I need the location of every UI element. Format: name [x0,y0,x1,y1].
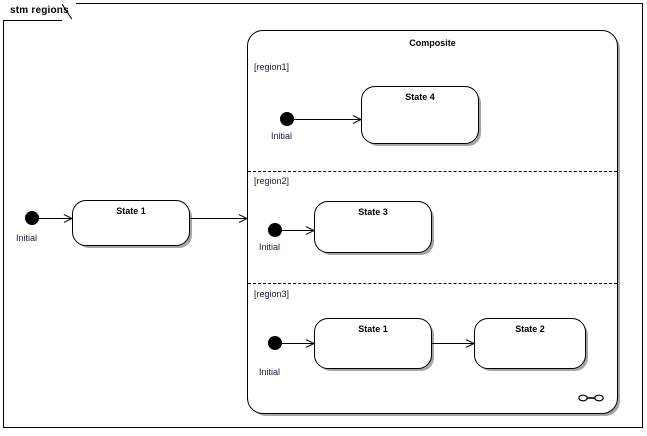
state-region3-state2[interactable]: State 2 [474,318,586,369]
transition-region3-initial-to-state1[interactable] [282,343,314,344]
region-2-label: [region2] [254,176,290,186]
arrowhead-outer-initial-to-state1 [63,213,73,223]
state-region3-state1-label: State 1 [358,324,388,334]
initial-state-region3[interactable] [268,336,282,350]
state-region1-state4[interactable]: State 4 [361,86,479,144]
diagram-frame-tab-corner [62,3,76,22]
state-region2-state3[interactable]: State 3 [314,201,432,253]
region-3-label: [region3] [254,289,290,299]
arrowhead-region1-initial-to-state4 [352,114,362,124]
region-1-label: [region1] [254,62,290,72]
submachine-icon [578,394,604,402]
arrowhead-region2-initial-to-state3 [305,225,315,235]
diagram-title: stm regions [10,5,69,16]
initial-state-region1[interactable] [280,112,294,126]
state-outer-state1[interactable]: State 1 [72,200,190,246]
initial-state-region2-label: Initial [259,242,281,252]
initial-state-outer[interactable] [25,211,39,225]
state-region1-state4-label: State 4 [405,92,435,102]
transition-region2-initial-to-state3[interactable] [282,230,314,231]
initial-state-region2[interactable] [268,223,282,237]
state-composite-label: Composite [409,38,456,48]
initial-state-region1-label: Initial [271,131,293,141]
region-divider-2 [248,283,617,284]
state-region3-state2-label: State 2 [515,324,545,334]
transition-region3-state1-to-state2[interactable] [432,343,474,344]
arrowhead-region3-state1-to-state2 [465,338,475,348]
initial-state-outer-label: Initial [16,233,38,243]
diagram-frame [3,3,643,428]
arrowhead-region3-initial-to-state1 [305,338,315,348]
transition-region1-initial-to-state4[interactable] [294,119,361,120]
transition-state1-to-composite[interactable] [190,218,247,219]
state-outer-state1-label: State 1 [116,206,146,216]
arrowhead-state1-to-composite [238,213,248,223]
initial-state-region3-label: Initial [259,367,281,377]
state-region2-state3-label: State 3 [358,207,388,217]
state-composite[interactable]: Composite [region1] Initial State 4 [reg… [247,30,618,414]
region-divider-1 [248,171,617,172]
transition-outer-initial-to-state1[interactable] [39,218,72,219]
state-region3-state1[interactable]: State 1 [314,318,432,369]
